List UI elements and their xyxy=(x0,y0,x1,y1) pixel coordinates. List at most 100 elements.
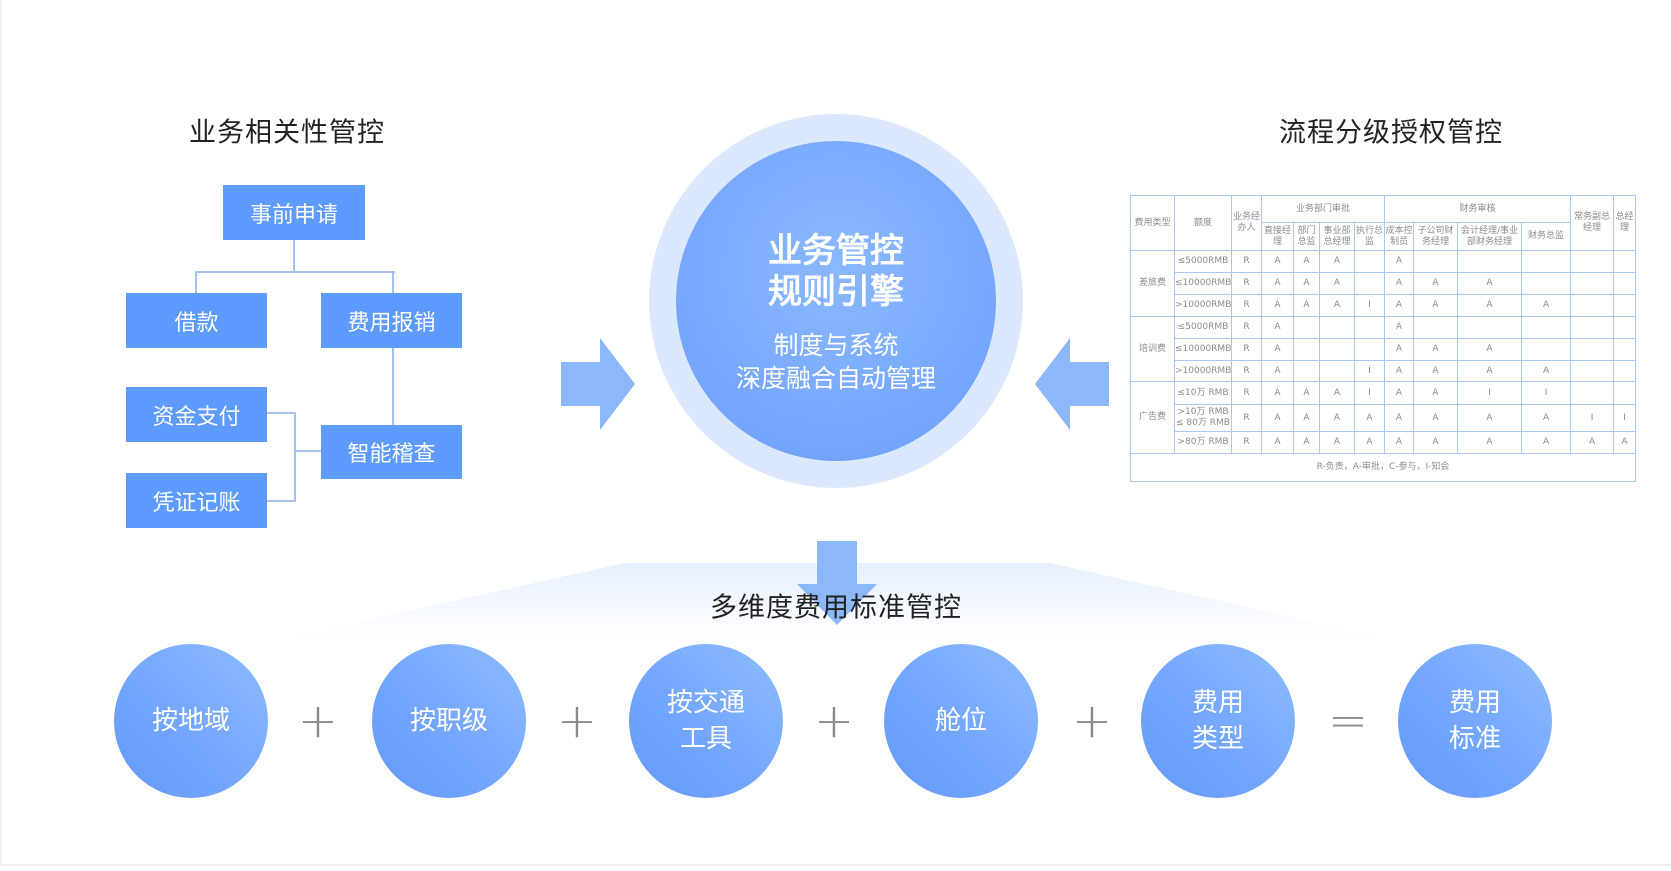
factor-cabin-class: 舱位 xyxy=(884,644,1038,798)
engine-subtitle: 制度与系统 深度融合自动管理 xyxy=(676,329,996,395)
cell-role: R xyxy=(1231,294,1262,317)
cell-role: A xyxy=(1293,404,1320,432)
engine-subtitle-line2: 深度融合自动管理 xyxy=(735,364,936,393)
cell-role: A xyxy=(1457,338,1523,361)
cell-amount: >10万 RMB ≤ 80万 RMB xyxy=(1174,404,1232,432)
cell-role xyxy=(1570,294,1615,317)
cell-role: A xyxy=(1261,294,1294,317)
cell-role: I xyxy=(1570,404,1615,432)
factor-label: 工具 xyxy=(679,724,732,754)
cell-role: A xyxy=(1261,431,1294,454)
factor-label: 舱位 xyxy=(934,706,987,736)
cell-role: A xyxy=(1293,272,1320,295)
cell-role: A xyxy=(1261,404,1294,432)
cell-role: A xyxy=(1261,250,1294,273)
connector-line xyxy=(293,240,295,273)
cell-role xyxy=(1353,272,1386,295)
header-exec-director: 执行总监 xyxy=(1353,222,1386,251)
cell-role xyxy=(1319,316,1355,339)
header-exec-vp: 常务副总经理 xyxy=(1570,195,1615,251)
node-expense-claim: 费用报销 xyxy=(321,293,462,348)
cell-role: A xyxy=(1353,431,1386,454)
connector-line xyxy=(195,271,197,293)
node-pre-apply: 事前申请 xyxy=(223,185,365,240)
cell-role xyxy=(1613,294,1637,317)
cell-role: A xyxy=(1293,250,1320,273)
cell-role: I xyxy=(1521,381,1572,405)
cell-amount: ≤5000RMB xyxy=(1174,250,1232,273)
cell-role xyxy=(1293,360,1320,382)
cell-role: A xyxy=(1261,316,1294,339)
cell-role xyxy=(1521,316,1572,339)
cell-role: R xyxy=(1231,272,1262,295)
cell-role: A xyxy=(1319,250,1355,273)
cell-role xyxy=(1293,338,1320,361)
cell-role xyxy=(1521,338,1572,361)
header-direct-manager: 直接经理 xyxy=(1261,222,1294,251)
factor-label: 按交通 xyxy=(666,688,745,718)
cell-role xyxy=(1613,338,1637,361)
cell-role: A xyxy=(1384,316,1415,339)
cell-role: R xyxy=(1231,431,1262,454)
bottom-title: 多维度费用标准管控 xyxy=(710,592,962,624)
authorization-table: 费用类型 额度 业务经办人 业务部门审批 财务审核 常务副总经理 总经理 直接经… xyxy=(1129,195,1637,482)
cell-role: A xyxy=(1413,338,1459,361)
connector-line xyxy=(267,500,295,502)
header-finance-review: 财务审核 xyxy=(1384,195,1572,223)
header-amount: 额度 xyxy=(1174,195,1232,251)
cell-role: I xyxy=(1457,381,1523,405)
connector-line xyxy=(294,412,296,502)
cell-amount: ≤10万 RMB xyxy=(1174,381,1232,405)
cell-role: A xyxy=(1613,431,1637,454)
factor-label: 按地域 xyxy=(151,706,230,736)
header-dept-approval: 业务部门审批 xyxy=(1260,195,1386,223)
result-label: 标准 xyxy=(1448,724,1501,754)
cell-role: R xyxy=(1231,381,1262,405)
cell-amount: ≤10000RMB xyxy=(1174,272,1232,295)
cell-amount: ≤10000RMB xyxy=(1174,338,1232,361)
cell-role: A xyxy=(1457,431,1523,454)
cell-role: R xyxy=(1231,404,1262,432)
plus-icon: + xyxy=(297,693,339,749)
result-expense-standard: 费用 标准 xyxy=(1398,644,1552,798)
cell-role: A xyxy=(1413,272,1459,295)
cell-role xyxy=(1613,360,1637,382)
header-bu-gm: 事业部总经理 xyxy=(1319,222,1355,251)
cell-role: A xyxy=(1521,294,1572,317)
equals-icon: = xyxy=(1327,693,1369,749)
table-legend: R-负责，A-审批，C-参与，I-知会 xyxy=(1129,453,1637,482)
cell-role: A xyxy=(1384,294,1415,317)
cell-role: A xyxy=(1413,431,1459,454)
cell-expense-type: 培训费 xyxy=(1130,316,1175,382)
cell-role: A xyxy=(1293,381,1320,405)
cell-role: A xyxy=(1319,431,1355,454)
cell-role: A xyxy=(1457,272,1523,295)
cell-role xyxy=(1353,250,1386,273)
cell-amount: >10000RMB xyxy=(1174,294,1232,317)
cell-role: A xyxy=(1457,404,1523,432)
cell-role: A xyxy=(1521,404,1572,432)
engine-title-line2: 规则引擎 xyxy=(768,272,904,312)
cell-role xyxy=(1570,381,1615,405)
arrow-right-icon xyxy=(561,338,635,430)
cell-role xyxy=(1613,272,1637,295)
cell-role xyxy=(1413,250,1459,273)
factor-label: 类型 xyxy=(1191,724,1244,754)
cell-role xyxy=(1293,316,1320,339)
cell-role: A xyxy=(1353,404,1386,432)
plus-icon: + xyxy=(813,693,855,749)
engine-title: 业务管控 规则引擎 xyxy=(676,231,996,313)
node-loan: 借款 xyxy=(126,293,267,348)
header-sub-finance-manager: 子公司财务经理 xyxy=(1413,222,1459,251)
cell-role: A xyxy=(1413,404,1459,432)
cell-expense-type: 差旅费 xyxy=(1130,250,1175,317)
cell-role: R xyxy=(1231,250,1262,273)
factor-job-level: 按职级 xyxy=(372,644,526,798)
